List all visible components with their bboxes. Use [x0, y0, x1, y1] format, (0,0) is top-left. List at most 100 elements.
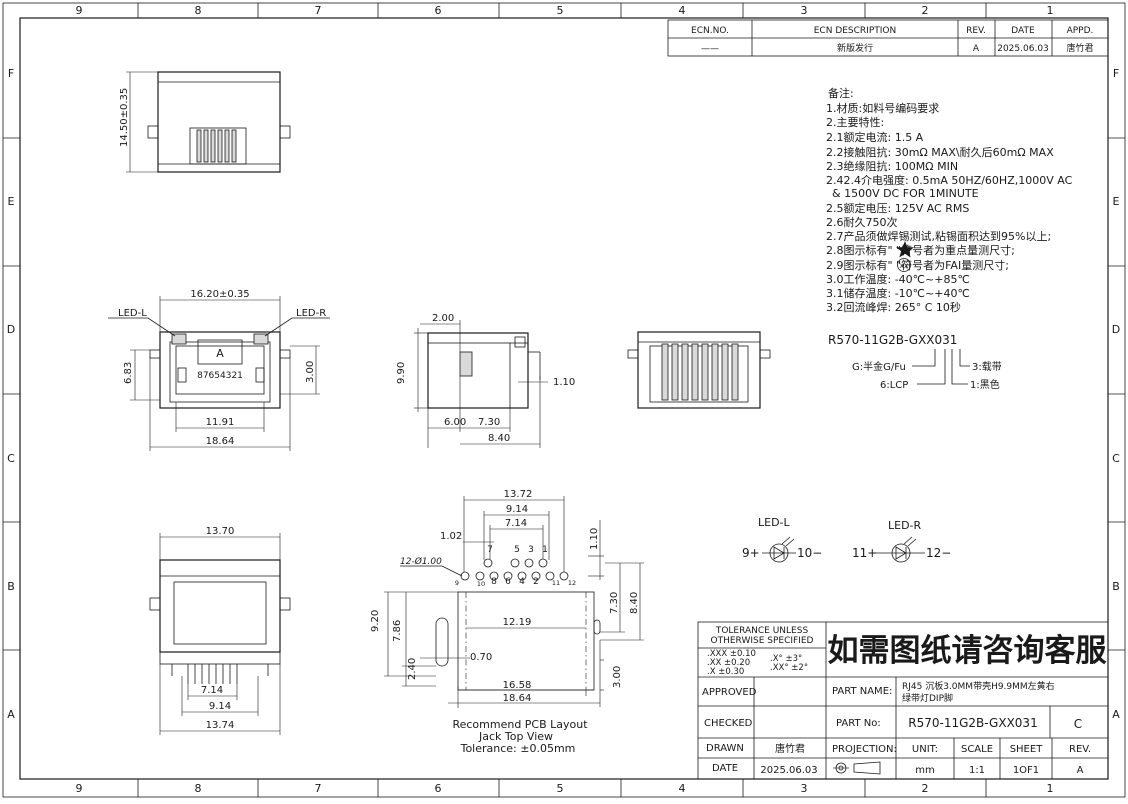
pcb-w-1219: 12.19 [503, 617, 532, 628]
pcb-h-240: 2.40 [407, 658, 418, 680]
pcb-w-070: 0.70 [470, 652, 492, 663]
jack-mark: A [216, 347, 224, 360]
ecn-header: ECN.NO. [691, 26, 729, 36]
part-no-label: PART No: [836, 718, 881, 729]
note-line: 2.1额定电流: 1.5 A [826, 130, 924, 144]
dim-front-outer-w: 18.64 [206, 436, 235, 447]
pcb-h-300: 3.00 [612, 666, 623, 688]
led-l-symbol: LED-L 9+ 10− [742, 516, 822, 563]
col-label: 3 [801, 782, 808, 795]
ecn-cell: 2025.06.03 [997, 44, 1049, 54]
pcb-w-914: 9.14 [506, 504, 528, 515]
row-label: C [1112, 452, 1120, 465]
dim-front-width-top: 16.20±0.35 [190, 289, 249, 300]
col-label: 4 [679, 782, 686, 795]
pcb-h-730: 7.30 [609, 592, 620, 614]
dim-front-left-h: 6.83 [123, 362, 134, 384]
row-label: B [1112, 580, 1120, 593]
dim-side-pin: 1.10 [553, 377, 575, 388]
col-label: 8 [195, 782, 202, 795]
note-line: 1.材质:如料号编码要求 [826, 101, 939, 115]
part-name-label: PART NAME: [832, 686, 892, 697]
dim-front-right-h: 3.00 [305, 361, 316, 383]
pcb-led-pin: 9 [455, 579, 459, 587]
pcb-pin-top: 7 [487, 545, 493, 555]
sheet-value: 1OF1 [1013, 765, 1039, 776]
svg-text:LED-L: LED-L [758, 516, 791, 529]
note-line: & 1500V DC FOR 1MINUTE [832, 187, 979, 200]
col-label: 9 [76, 782, 83, 795]
tol-left: .XXX ±0.10 [707, 649, 756, 659]
part-no-value: R570-11G2B-GXX031 [908, 716, 1037, 730]
tol-left: .X ±0.30 [707, 667, 744, 677]
note-line: 2.2接触阻抗: 30mΩ MAX\耐久后60mΩ MAX [826, 145, 1054, 159]
code-g-label: G:半金G/Fu [852, 360, 906, 373]
pcb-w-714: 7.14 [505, 518, 527, 529]
pcb-led-pin: 11 [552, 579, 560, 587]
pcb-caption: Recommend PCB Layout [452, 718, 588, 731]
svg-text:LED-R: LED-R [888, 519, 922, 532]
dim-bottom-b2: 9.14 [209, 701, 231, 712]
note-line: 2.9图示标有" "符号者为FAI量测尺寸; [826, 258, 1009, 272]
note-line: 2.3绝缘阻抗: 100MΩ MIN [826, 159, 958, 173]
col-label: 7 [315, 4, 322, 17]
svg-text:12−: 12− [926, 546, 951, 560]
ecn-header: APPD. [1067, 26, 1094, 36]
pcb-w-1372: 13.72 [504, 489, 533, 500]
ecn-cell: 新版发行 [837, 42, 873, 54]
title-block: TOLERANCE UNLESS OTHERWISE SPECIFIED .XX… [697, 621, 1109, 780]
unit-value: mm [915, 765, 934, 776]
pcb-w-1864: 18.64 [503, 693, 532, 704]
top-view: 14.50±0.35 [119, 71, 291, 173]
ecn-header: REV. [966, 26, 986, 36]
row-label: C [7, 452, 15, 465]
row-label: A [7, 708, 15, 721]
drawn-by: 唐竹君 [775, 742, 805, 755]
row-label: D [1112, 323, 1120, 336]
led-r-callout: LED-R [296, 308, 326, 319]
part-name-line: RJ45 沉板3.0MM带壳H9.9MM左黄右 [902, 680, 1055, 692]
pcb-pin-top: 5 [514, 545, 520, 555]
note-line: 2.42.4介电强度: 0.5mA 50HZ/60HZ,1000V AC [826, 173, 1073, 187]
pcb-pin-bot: 4 [519, 577, 525, 587]
ecn-header: ECN DESCRIPTION [814, 26, 896, 36]
col-label: 1 [1047, 782, 1054, 795]
pcb-hole-note: 12-Ø1.00 [400, 556, 442, 567]
tol-right: .X° ±3° [770, 654, 802, 664]
dim-front-inner-w: 11.91 [206, 417, 235, 428]
projection-label: PROJECTION: [832, 744, 897, 755]
ecn-table: ECN.NO. ECN DESCRIPTION REV. DATE APPD. … [667, 19, 1109, 57]
note-line: 3.2回流峰焊: 265° C 10秒 [826, 300, 961, 314]
svg-text:XX: XX [900, 262, 909, 270]
pcb-pin-bot: 6 [505, 577, 511, 587]
date-value: 2025.06.03 [760, 765, 817, 776]
note-line: 2.7产品须做焊锡测试,粘锡面积达到95%以上; [826, 229, 1051, 243]
col-label: 8 [195, 4, 202, 17]
drawn-label: DRAWN [706, 743, 744, 754]
row-label: E [1113, 195, 1120, 208]
pcb-pin-top: 1 [542, 545, 548, 555]
col-label: 7 [315, 782, 322, 795]
svg-text:11+: 11+ [852, 546, 877, 560]
dim-side-b1: 6.00 [444, 417, 466, 428]
col-label: 5 [557, 4, 564, 17]
rev-label: REV. [1069, 744, 1091, 755]
scale-label: SCALE [961, 744, 993, 755]
ecn-cell: 唐竹君 [1066, 42, 1093, 54]
pcb-layout: 13.72 9.14 7.14 1.02 12-Ø1.00 1.10 7.30 … [370, 489, 644, 755]
led-r-symbol: LED-R 11+ 12− [852, 519, 951, 563]
col-label: 6 [435, 4, 442, 17]
note-line: 3.1储存温度: -10℃~+40℃ [826, 286, 970, 300]
part-code-breakdown: R570-11G2B-GXX031 G:半金G/Fu 6:LCP 3:载带 1:… [828, 333, 1002, 391]
pcb-w-1658: 16.58 [503, 680, 532, 691]
code-1-label: 1:黑色 [970, 378, 1000, 391]
tolerance-title: OTHERWISE SPECIFIED [711, 636, 814, 646]
col-label: 9 [76, 4, 83, 17]
row-label: B [7, 580, 15, 593]
bottom-view: 13.70 7.14 9.14 13.74 [149, 526, 291, 735]
dim-side-b3: 8.40 [488, 433, 510, 444]
part-name-line: 绿带灯DIP脚 [902, 692, 953, 704]
dim-side-height: 9.90 [396, 362, 407, 384]
